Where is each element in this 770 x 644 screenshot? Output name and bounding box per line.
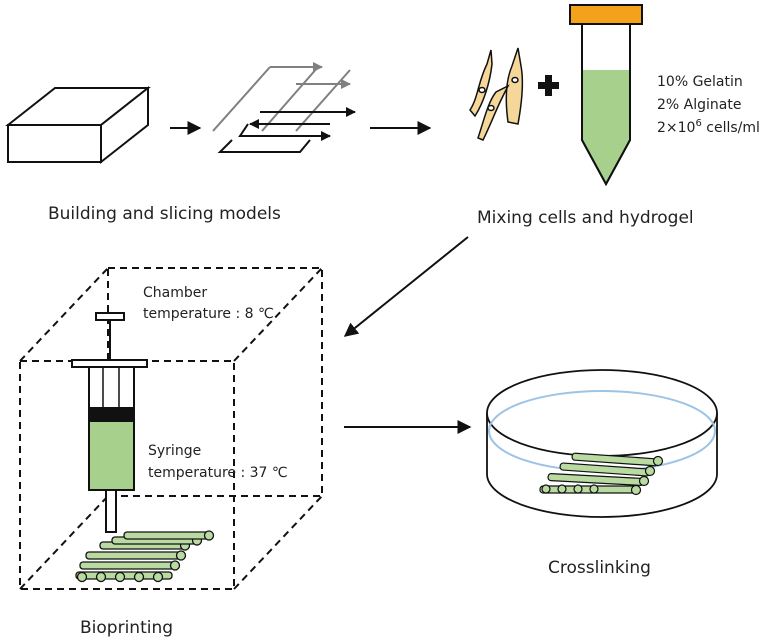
plus-icon	[538, 75, 559, 96]
alginate-label: 2% Alginate	[657, 97, 741, 113]
cells-icon	[469, 47, 524, 141]
chamber-temp-line2: temperature : 8 ℃	[143, 306, 274, 322]
scaffold-front-row	[75, 571, 173, 583]
tube-cap	[569, 4, 643, 25]
caption-crosslinking: Crosslinking	[548, 558, 651, 578]
model-block-icon	[5, 85, 151, 165]
scaffold-cross-row	[79, 550, 187, 571]
gelatin-label: 10% Gelatin	[657, 74, 743, 90]
falcon-tube-icon	[569, 4, 643, 187]
scaffold-back-row	[99, 530, 215, 551]
syringe-temp-line1: Syringe	[148, 443, 201, 459]
petri-dish-icon	[486, 369, 718, 518]
arrow-mix-to-print	[343, 236, 469, 337]
caption-mixing: Mixing cells and hydrogel	[477, 208, 694, 228]
printed-scaffold-icon	[75, 530, 215, 583]
caption-building: Building and slicing models	[48, 204, 281, 224]
syringe-temp-line2: temperature : 37 ℃	[148, 465, 288, 481]
dish-scaffold-icon	[539, 452, 664, 496]
chamber-temp-line1: Chamber	[143, 285, 207, 301]
syringe-icon	[71, 312, 148, 533]
caption-bioprinting: Bioprinting	[80, 618, 173, 638]
cell-density-label: 2×106 cells/ml	[657, 118, 760, 136]
slicing-paths-icon	[212, 62, 356, 153]
